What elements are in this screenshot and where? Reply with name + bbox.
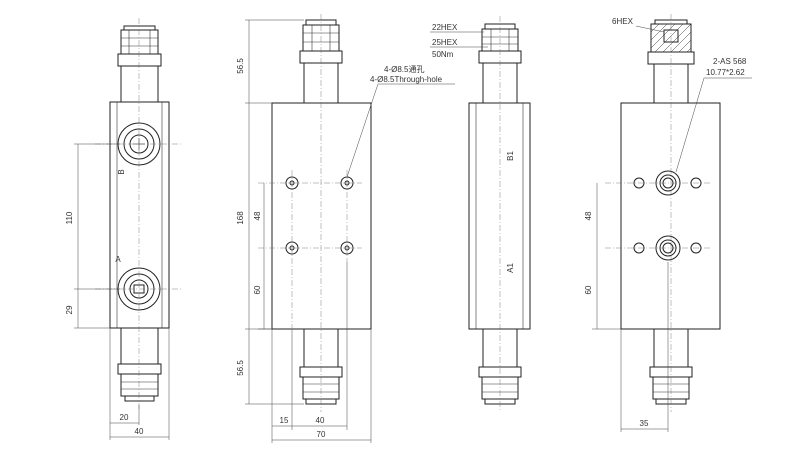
front-dim-48-label: 48	[253, 211, 262, 220]
left-port-b-letter: B	[117, 169, 126, 174]
rear-oring-label: 2-AS 568	[713, 57, 747, 66]
front-dim-60-label: 60	[253, 285, 262, 294]
right-hex22-label: 22HEX	[432, 23, 458, 32]
left-bottom-flange	[117, 363, 162, 375]
rear-dim-60-label: 60	[584, 285, 593, 294]
left-top-flange	[117, 53, 162, 67]
right-torque-label: 50Nm	[432, 50, 454, 59]
right-hex25-label: 25HEX	[432, 38, 458, 47]
left-view: 110 29 20 40 B A	[65, 18, 183, 440]
rear-main-body	[620, 102, 721, 330]
rear-hex6-label: 6HEX	[612, 17, 634, 26]
left-dim-29-label: 29	[65, 305, 74, 314]
left-port-a-letter: A	[115, 255, 121, 264]
rear-view: 48 60 35 6HEX 2-AS 568 10.77*2.62	[584, 14, 752, 432]
left-bottom-cap	[124, 395, 155, 402]
front-hole-leader	[346, 83, 379, 178]
right-port-b1-label: B1	[506, 151, 515, 161]
right-view: B1 A1 22HEX 25HEX 50Nm	[430, 16, 531, 412]
left-dim-20-label: 20	[120, 413, 129, 422]
front-dim-168-label: 168	[236, 211, 245, 225]
front-dim-56-5-bottom-label: 56.5	[236, 360, 245, 376]
front-hole-label-en: 4-Ø8.5Through-hole	[370, 75, 443, 84]
front-dim-70-label: 70	[317, 430, 326, 439]
left-bottom-hex-nut	[120, 373, 159, 397]
front-dim-15-label: 15	[280, 416, 289, 425]
left-dim-110-label: 110	[65, 211, 74, 224]
left-top-hex-nut	[120, 29, 159, 55]
front-view: 56.5 168 56.5 48 60 15 40 70 4-Ø8.5通孔 4-…	[236, 14, 455, 443]
rear-oring-leader	[675, 77, 705, 173]
left-dim-40-label: 40	[135, 427, 144, 436]
left-top-cartridge	[120, 65, 159, 103]
rear-dim-48-label: 48	[584, 211, 593, 220]
rear-oring-size-label: 10.77*2.62	[706, 68, 745, 77]
front-dim-40-label: 40	[316, 416, 325, 425]
rear-dim-35-label: 35	[640, 419, 649, 428]
front-main-body	[271, 102, 372, 330]
front-dim-56-5-top-label: 56.5	[236, 58, 245, 74]
front-hole-label-cn: 4-Ø8.5通孔	[384, 64, 424, 74]
rear-hex6-leader	[635, 25, 665, 33]
right-port-a1-label: A1	[506, 263, 515, 273]
left-top-cap	[123, 25, 156, 31]
left-bottom-cartridge	[120, 327, 159, 365]
front-mounting-holes	[285, 176, 354, 255]
right-main-body	[468, 102, 531, 330]
